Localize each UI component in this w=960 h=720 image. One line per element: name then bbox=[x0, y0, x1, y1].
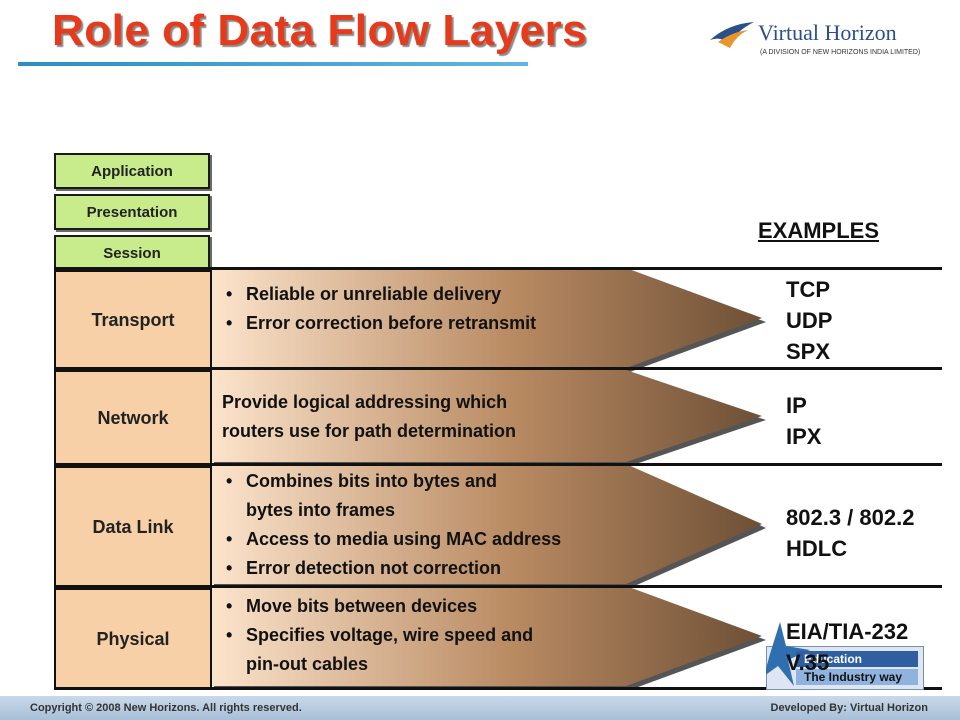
layer-datalink: Data Link bbox=[54, 466, 212, 588]
physical-examples: EIA/TIA-232 V.35 bbox=[786, 616, 908, 678]
logo-name: Virtual Horizon bbox=[758, 20, 897, 45]
example-item: UDP bbox=[786, 308, 833, 333]
network-description: Provide logical addressing which routers… bbox=[222, 388, 516, 446]
example-item: EIA/TIA-232 bbox=[786, 619, 909, 644]
page-title: Role of Data Flow Layers bbox=[52, 6, 588, 55]
example-item: IPX bbox=[786, 424, 822, 449]
desc-line: routers use for path determination bbox=[222, 421, 517, 441]
examples-heading: EXAMPLES bbox=[758, 218, 880, 243]
divider-line bbox=[54, 687, 942, 690]
desc-line: Provide logical addressing which bbox=[222, 392, 508, 412]
divider-line bbox=[54, 367, 942, 370]
footer-bar: Copyright © 2008 New Horizons. All right… bbox=[0, 696, 960, 720]
bullet-item: Access to media using MAC address bbox=[220, 525, 561, 554]
logo-subtitle: (A DIVISION OF NEW HORIZONS INDIA LIMITE… bbox=[760, 49, 921, 56]
layer-application: Application bbox=[54, 153, 210, 189]
example-item: HDLC bbox=[786, 536, 848, 561]
datalink-examples: 802.3 / 802.2 HDLC bbox=[786, 502, 914, 564]
bullet-continuation: pin-out cables bbox=[246, 654, 369, 674]
physical-description: Move bits between devices Specifies volt… bbox=[220, 592, 533, 679]
network-examples: IP IPX bbox=[786, 390, 821, 452]
arrow-network bbox=[210, 370, 766, 466]
bullet-item: Specifies voltage, wire speed and bbox=[220, 621, 533, 650]
logo-bird-icon bbox=[710, 22, 754, 48]
bullet-item: Error correction before retransmit bbox=[220, 309, 536, 338]
transport-examples: TCP UDP SPX bbox=[786, 274, 832, 367]
divider-line bbox=[54, 463, 942, 466]
example-item: 802.3 / 802.2 bbox=[786, 505, 915, 530]
transport-description: Reliable or unreliable delivery Error co… bbox=[220, 280, 536, 338]
education-badge: Education The Industry way bbox=[766, 620, 926, 690]
bullet-item: Error detection not correction bbox=[220, 554, 561, 583]
divider-line bbox=[54, 267, 942, 270]
badge-line1: Education bbox=[796, 651, 918, 667]
footer-developer: Developed By: Virtual Horizon bbox=[770, 702, 929, 714]
example-item: V.35 bbox=[786, 650, 830, 675]
layer-transport: Transport bbox=[54, 270, 212, 370]
example-item: SPX bbox=[786, 339, 831, 364]
example-item: TCP bbox=[786, 277, 830, 302]
company-logo: Virtual Horizon (A DIVISION OF NEW HORIZ… bbox=[708, 14, 948, 66]
datalink-description: Combines bits into bytes and bytes into … bbox=[220, 467, 561, 583]
bullet-continuation: bytes into frames bbox=[246, 500, 396, 520]
star-icon bbox=[766, 622, 810, 686]
divider-line bbox=[54, 585, 942, 588]
badge-line2: The Industry way bbox=[796, 669, 918, 685]
bullet-item: Combines bits into bytes and bbox=[220, 467, 561, 496]
layer-network: Network bbox=[54, 370, 212, 466]
layer-presentation: Presentation bbox=[54, 194, 210, 230]
footer-copyright: Copyright © 2008 New Horizons. All right… bbox=[30, 702, 302, 714]
layer-physical: Physical bbox=[54, 588, 212, 690]
bullet-item: Move bits between devices bbox=[220, 592, 533, 621]
example-item: IP bbox=[786, 393, 807, 418]
title-underline bbox=[18, 62, 528, 66]
bullet-item: Reliable or unreliable delivery bbox=[220, 280, 536, 309]
